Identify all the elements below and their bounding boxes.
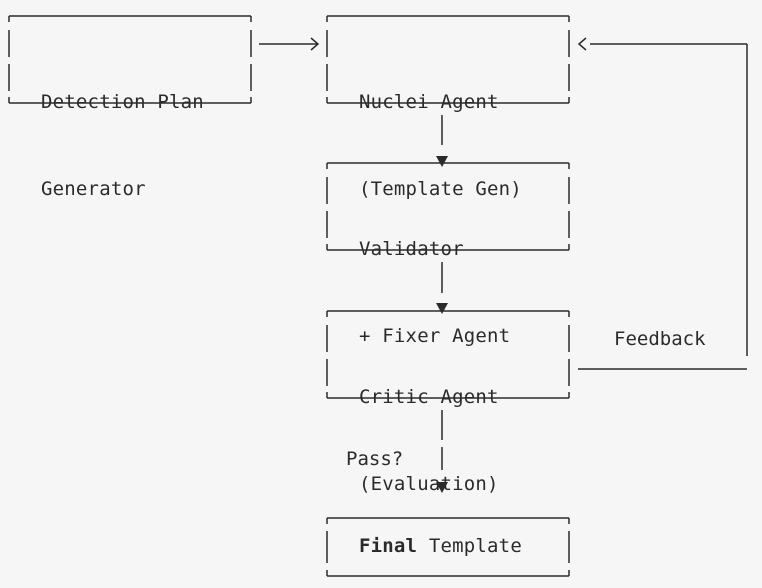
feedback-loop-line xyxy=(577,37,748,370)
node-detection-plan-generator: Detection Plan Generator xyxy=(41,30,204,233)
arrowhead-final xyxy=(436,482,448,493)
node-label-line1: Critic Agent xyxy=(359,386,499,408)
node-label-bold: Final xyxy=(359,535,418,557)
node-label-line2: Generator xyxy=(41,178,146,200)
node-label-line1: Nuclei Agent xyxy=(359,91,499,113)
arrow-detection-to-nuclei xyxy=(259,37,320,51)
edge-label-pass: Pass? xyxy=(346,448,404,470)
box-critic-agent xyxy=(326,310,570,399)
node-critic-agent: Critic Agent (Evaluation) xyxy=(359,325,499,528)
node-label-line1: Validator xyxy=(359,238,464,260)
box-final-template xyxy=(326,517,570,577)
node-label-rest: Template xyxy=(417,535,522,557)
node-nuclei-agent: Nuclei Agent (Template Gen) xyxy=(359,30,522,233)
node-label-line2: + Fixer Agent xyxy=(359,325,511,347)
edge-label-feedback: Feedback xyxy=(614,328,706,350)
node-label-line2: (Template Gen) xyxy=(359,178,522,200)
node-label-line2: (Evaluation) xyxy=(359,473,499,495)
node-final-template: Final Template xyxy=(359,532,522,561)
box-detection-plan-generator xyxy=(8,15,252,104)
node-validator: Validator + Fixer Agent xyxy=(359,177,510,380)
arrowhead-critic xyxy=(436,303,448,314)
arrowhead-validator xyxy=(436,156,448,167)
box-validator xyxy=(326,162,570,251)
node-label-line1: Detection Plan xyxy=(41,91,204,113)
box-nuclei-agent xyxy=(326,15,570,104)
